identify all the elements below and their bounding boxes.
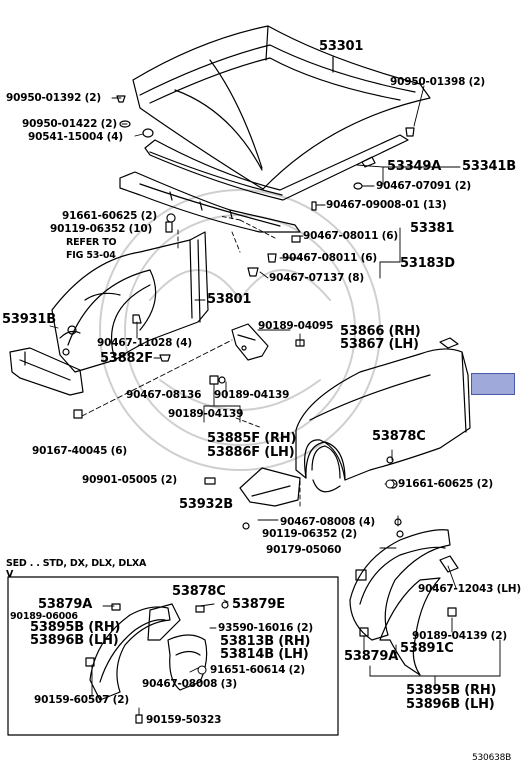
inset-parts-drawing xyxy=(85,601,229,724)
label-part-53878c: 53878C xyxy=(372,429,426,444)
fender-apron-drawing xyxy=(51,231,209,373)
label-seal-b: 53341B xyxy=(462,159,516,174)
label-hood-cushion-right: 90950-01398 (2) xyxy=(390,76,485,88)
label-bolt-06352-top: 90119-06352 (10) xyxy=(50,223,153,235)
front-fender-drawing xyxy=(295,337,471,493)
support-panel-drawing xyxy=(119,171,301,233)
label-clip-07137: 90467-07137 (8) xyxy=(269,272,364,284)
label-hood-cushion-small: 90950-01422 (2) xyxy=(22,118,117,130)
label-part-53931b: 53931B xyxy=(2,312,56,327)
inset-v-marker: V xyxy=(6,569,14,580)
hood-drawing xyxy=(132,25,431,190)
inset-label-53895b-rh: 53895B (RH) xyxy=(30,620,121,635)
splash-shield-drawing xyxy=(204,467,301,507)
inset-header: SED . . STD, DX, DLX, DLXA xyxy=(6,558,147,569)
inset-label-53813b-rh: 53813B (RH) xyxy=(220,634,311,649)
label-clip-07091: 90467-07091 (2) xyxy=(376,180,471,192)
label-part-53932b: 53932B xyxy=(179,497,233,512)
label-clip-04139-b: 90189-04139 xyxy=(168,408,244,420)
label-clip-11028: 90467-11028 (4) xyxy=(97,337,192,349)
label-part-53381: 53381 xyxy=(410,221,455,236)
label-part-53879a-right: 53879A xyxy=(344,649,399,664)
label-bolt-40045: 90167-40045 (6) xyxy=(32,445,127,457)
hood-seal-drawing xyxy=(144,134,409,201)
label-part-53896b-lh: 53896B (LH) xyxy=(406,697,495,712)
highlight-callout-box[interactable] xyxy=(471,373,515,395)
label-clip-04139-a: 90189-04139 xyxy=(214,389,290,401)
inset-label-53896b-lh: 53896B (LH) xyxy=(30,633,119,648)
bolt-markers xyxy=(166,213,395,675)
label-part-53801: 53801 xyxy=(207,292,252,307)
inset-label-53878c: 53878C xyxy=(172,584,226,599)
leader-lines-mid xyxy=(81,299,301,429)
label-refer-to: REFER TO xyxy=(66,237,117,248)
inset-label-53879e: 53879E xyxy=(232,597,285,612)
label-clip-04139-c: 90189-04139 (2) xyxy=(412,630,507,642)
leader-lines-top xyxy=(111,85,461,279)
label-clip-05060: 90179-05060 xyxy=(266,544,342,556)
label-clip-08011-a: 90467-08011 (6) xyxy=(303,230,398,242)
label-part-53891c: 53891C xyxy=(400,641,454,656)
label-clip-08136: 90467-08136 xyxy=(126,389,202,401)
label-part-53866-rh: 53866 (RH) xyxy=(340,324,421,339)
inset-label-53879a: 53879A xyxy=(38,597,93,612)
inset-label-53814b-lh: 53814B (LH) xyxy=(220,647,309,662)
diagram-id: 530638B xyxy=(472,753,512,763)
label-bolt-60625-top: 91661-60625 (2) xyxy=(62,210,157,222)
label-bolt-60625-right: 91661-60625 (2) xyxy=(398,478,493,490)
inset-label-bolt-16016: 93590-16016 (2) xyxy=(218,622,313,634)
label-part-53882f: 53882F xyxy=(100,351,153,366)
inset-label-clip-06006: 90189-06006 xyxy=(10,611,78,622)
bracket-53931b-drawing xyxy=(9,325,84,396)
mid-brackets-drawing xyxy=(73,314,305,419)
label-hood: 53301 xyxy=(319,39,364,54)
label-part-53895b-rh: 53895B (RH) xyxy=(406,683,497,698)
hood-fasteners xyxy=(116,95,415,277)
label-seal-a: 53349A xyxy=(387,159,442,174)
inset-label-bolt-60507: 90159-60507 (2) xyxy=(34,694,129,706)
label-clip-04095: 90189-04095 xyxy=(258,320,334,332)
label-clip-08008: 90467-08008 (4) xyxy=(280,516,375,528)
label-hood-clip: 90541-15004 (4) xyxy=(28,131,123,143)
label-hood-cushion-left: 90950-01392 (2) xyxy=(6,92,101,104)
label-clip-09008: 90467-09008-01 (13) xyxy=(326,199,447,211)
inset-label-bolt-50323: 90159-50323 xyxy=(146,714,222,726)
label-clip-08011-b: 90467-08011 (6) xyxy=(282,252,377,264)
label-part-53867-lh: 53867 (LH) xyxy=(340,337,419,352)
label-part-53885f-rh: 53885F (RH) xyxy=(207,431,297,446)
label-part-53886f-lh: 53886F (LH) xyxy=(207,445,295,460)
label-bolt-05005: 90901-05005 (2) xyxy=(82,474,177,486)
inset-frame xyxy=(7,576,339,736)
label-clip-12043: 90467-12043 (LH) xyxy=(418,583,521,595)
label-part-53183d: 53183D xyxy=(400,256,455,271)
inset-label-clip-08008: 90467-08008 (3) xyxy=(142,678,237,690)
label-fig-ref[interactable]: FIG 53-04 xyxy=(66,250,116,261)
inset-label-bolt-60614: 91651-60614 (2) xyxy=(210,664,305,676)
label-bolt-06352-b: 90119-06352 (2) xyxy=(262,528,357,540)
